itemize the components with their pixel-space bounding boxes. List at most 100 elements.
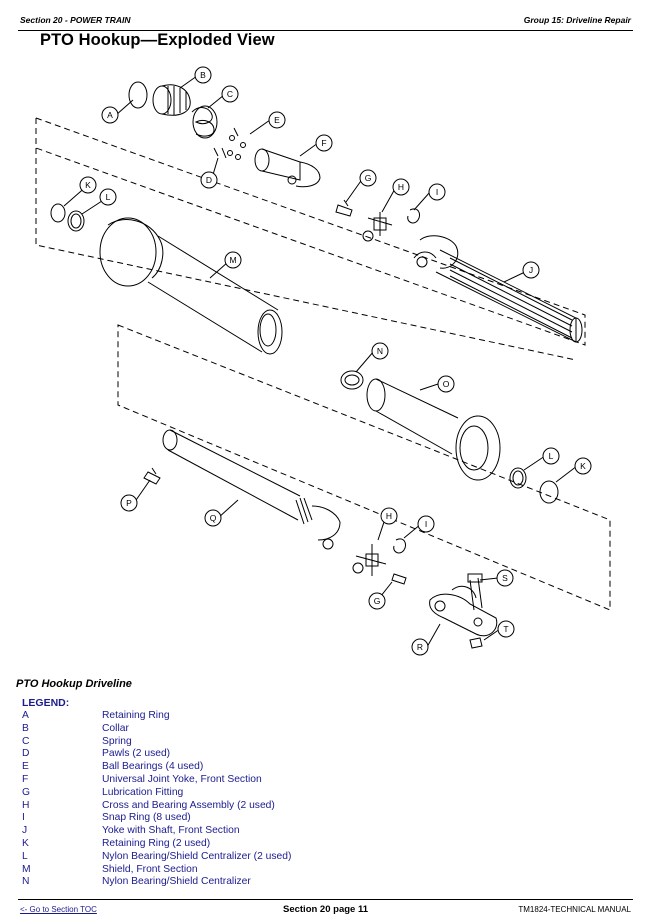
lower-dashed-outline: [117, 324, 611, 611]
centralizer-l-left: [67, 210, 85, 232]
callout-d: D: [200, 171, 218, 189]
callout-g-top: G: [359, 169, 377, 187]
callout-c: C: [221, 85, 239, 103]
svg-text:S: S: [502, 573, 508, 583]
svg-text:K: K: [580, 461, 586, 471]
group-label: Group 15: Driveline Repair: [523, 15, 631, 25]
callout-q: Q: [204, 509, 222, 527]
snap-ring-i-top: [407, 208, 421, 224]
svg-text:D: D: [206, 175, 212, 185]
yoke-r: [429, 585, 498, 637]
callout-f: F: [315, 134, 333, 152]
lube-fitting-p: [143, 467, 161, 485]
svg-text:K: K: [85, 180, 91, 190]
legend-title: LEGEND:: [22, 697, 70, 709]
svg-text:G: G: [365, 173, 372, 183]
callout-a: A: [101, 106, 119, 124]
section-label: Section 20 - POWER TRAIN: [20, 15, 131, 25]
svg-text:B: B: [200, 70, 206, 80]
svg-text:J: J: [529, 265, 533, 275]
callout-t: T: [497, 620, 515, 638]
retaining-ring-k-left: [50, 203, 66, 223]
svg-text:P: P: [126, 498, 132, 508]
bolt-s: [467, 573, 483, 611]
page-title: PTO Hookup—Exploded View: [40, 31, 275, 49]
callout-n: N: [371, 342, 389, 360]
callout-h-bottom: H: [380, 507, 398, 525]
manual-id: TM1824-TECHNICAL MANUAL: [518, 905, 631, 914]
upper-dashed-outline: [35, 117, 586, 346]
page-number: Section 20 page 11: [282, 904, 368, 915]
svg-text:H: H: [386, 511, 392, 521]
callout-k-left: K: [79, 176, 97, 194]
centralizer-n: [340, 370, 364, 390]
yoke-f: [254, 148, 321, 188]
collar-b: [152, 84, 191, 116]
svg-text:O: O: [443, 379, 450, 389]
callout-j: J: [522, 261, 540, 279]
svg-text:I: I: [425, 519, 427, 529]
callout-p: P: [120, 494, 138, 512]
svg-text:E: E: [274, 115, 280, 125]
shield-o: [366, 378, 501, 481]
lube-fitting-g-bottom: [391, 573, 407, 585]
callout-i-bottom: I: [417, 515, 435, 533]
svg-text:L: L: [549, 451, 554, 461]
centralizer-l-right: [509, 467, 527, 489]
callout-l-left: L: [99, 188, 117, 206]
svg-text:N: N: [377, 346, 383, 356]
pawls-d: [213, 127, 239, 159]
retaining-ring-k-right: [539, 480, 559, 504]
callout-e: E: [268, 111, 286, 129]
section-toc-link[interactable]: <- Go to Section TOC: [20, 905, 97, 914]
callout-b: B: [194, 66, 212, 84]
cross-bearing-h-top: [362, 212, 393, 242]
figure-caption: PTO Hookup Driveline: [16, 678, 132, 690]
shield-m: [99, 217, 283, 355]
svg-text:Q: Q: [210, 513, 217, 523]
callout-g-bottom: G: [368, 592, 386, 610]
svg-text:T: T: [503, 624, 508, 634]
shaft-q: [162, 429, 341, 550]
svg-text:A: A: [107, 110, 113, 120]
svg-text:F: F: [321, 138, 326, 148]
svg-text:I: I: [436, 187, 438, 197]
callout-i-top: I: [428, 183, 446, 201]
snap-ring-i-bottom: [393, 538, 407, 554]
svg-text:C: C: [227, 89, 233, 99]
lube-fitting-g-top: [335, 199, 353, 217]
callout-l-right: L: [542, 447, 560, 465]
callout-m: M: [224, 251, 242, 269]
exploded-view-diagram: A B C D E F G H I J K L M N O P Q R S T …: [35, 66, 611, 656]
cross-bearing-h-bottom: [352, 544, 387, 576]
svg-text:L: L: [106, 192, 111, 202]
yoke-shaft-j: [413, 235, 583, 343]
callout-r: R: [411, 638, 429, 656]
svg-text:M: M: [229, 255, 236, 265]
callout-h-top: H: [392, 178, 410, 196]
svg-text:H: H: [398, 182, 404, 192]
callout-k-right: K: [574, 457, 592, 475]
page-footer: <- Go to Section TOC Section 20 page 11 …: [18, 899, 633, 920]
retaining-ring-a: [128, 81, 148, 109]
ball-bearings-e: [227, 135, 246, 160]
svg-text:G: G: [374, 596, 381, 606]
callout-o: O: [437, 375, 455, 393]
spring-c: [191, 105, 218, 139]
page-header: Section 20 - POWER TRAIN Group 15: Drive…: [18, 10, 633, 31]
callout-s: S: [496, 569, 514, 587]
